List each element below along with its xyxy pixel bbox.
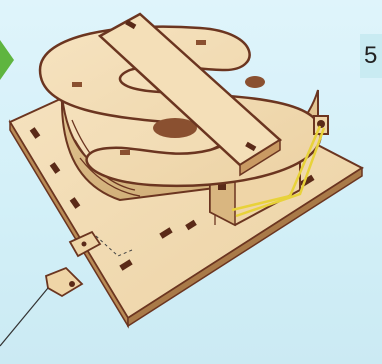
pointer-line (0, 288, 48, 346)
